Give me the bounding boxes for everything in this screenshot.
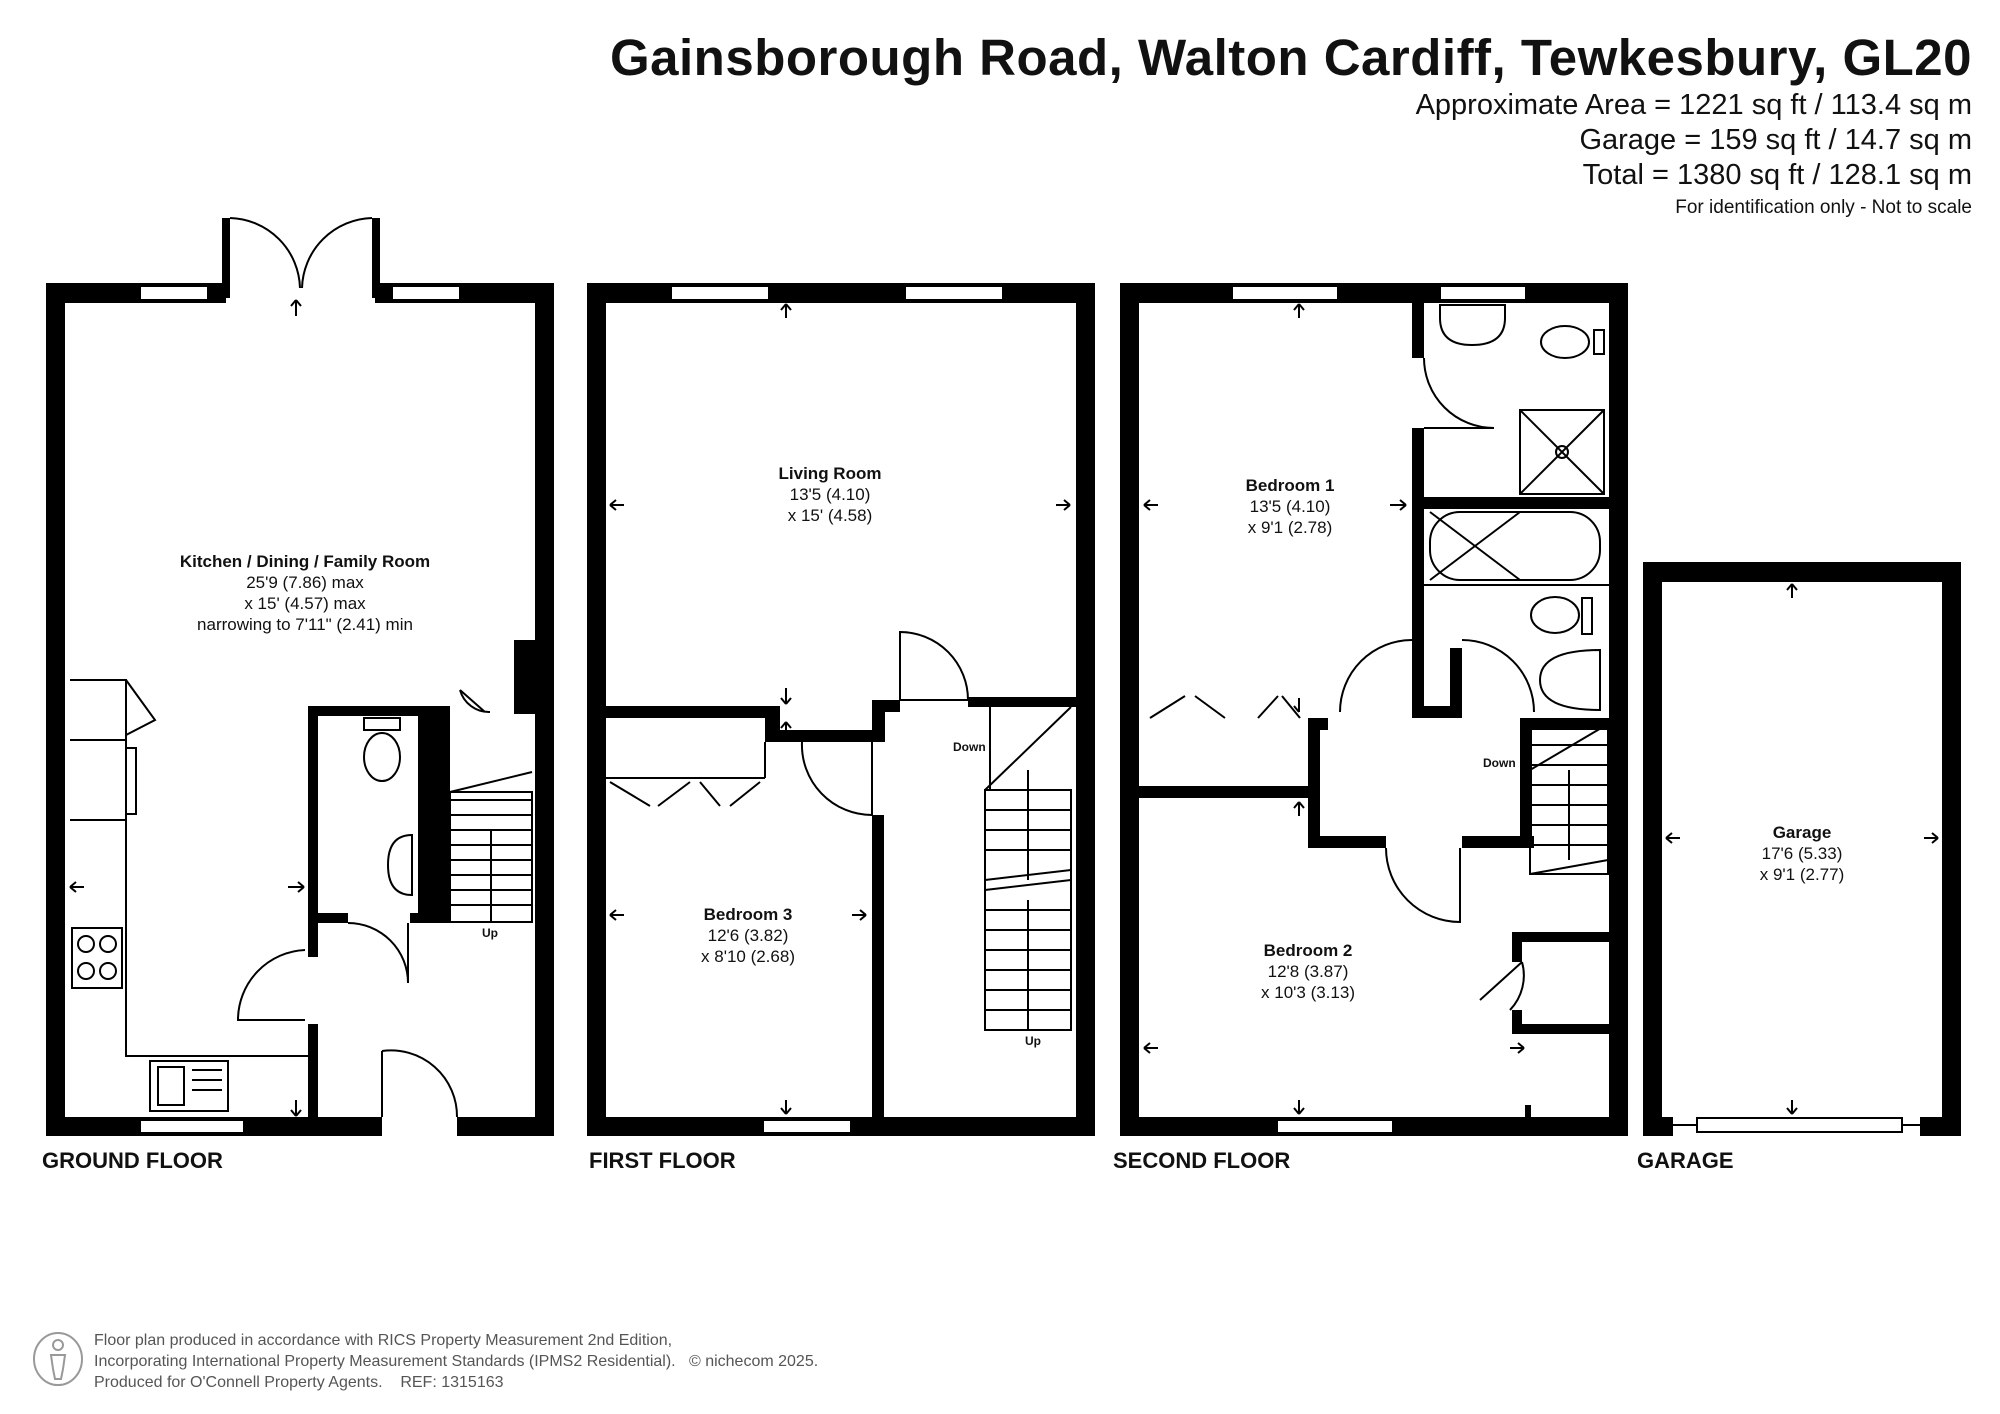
second-floor-plan — [1120, 283, 1628, 1136]
room-bedroom-3: Bedroom 3 12'6 (3.82) x 8'10 (2.68) — [701, 904, 795, 967]
approximate-area: Approximate Area = 1221 sq ft / 113.4 sq… — [1415, 89, 1972, 121]
ground-floor-plan — [46, 217, 554, 1136]
garage-label: GARAGE — [1637, 1148, 1734, 1173]
room-garage: Garage 17'6 (5.33) x 9'1 (2.77) — [1760, 822, 1845, 885]
room-name: Bedroom 3 — [703, 905, 793, 924]
room-bedroom-1: Bedroom 1 13'5 (4.10) x 9'1 (2.78) — [1246, 475, 1335, 538]
room-kitchen-dining-family: Kitchen / Dining / Family Room 25'9 (7.8… — [180, 551, 430, 635]
stair-label-down: Down — [1483, 756, 1516, 770]
room-dimension: narrowing to 7'11" (2.41) min — [197, 615, 413, 634]
reference-number: REF: 1315163 — [400, 1374, 504, 1391]
stair-label-up: Up — [1025, 1034, 1041, 1048]
garage-plan — [1643, 562, 1961, 1136]
first-floor-plan — [587, 283, 1095, 1136]
room-dimension: x 9'1 (2.77) — [1759, 865, 1845, 884]
room-dimension: 25'9 (7.86) max — [246, 573, 364, 592]
room-dimension: 13'5 (4.10) — [1249, 497, 1331, 516]
total-area: Total = 1380 sq ft / 128.1 sq m — [1582, 159, 1972, 191]
person-icon — [33, 1332, 83, 1386]
room-name: Bedroom 1 — [1245, 476, 1335, 495]
room-name: Living Room — [778, 464, 882, 483]
property-title: Gainsborough Road, Walton Cardiff, Tewke… — [609, 29, 1972, 86]
scale-disclaimer: For identification only - Not to scale — [1675, 197, 1972, 218]
stair-label-down: Down — [953, 740, 986, 754]
footer-line-text: Produced for O'Connell Property Agents. — [94, 1374, 383, 1391]
footer-line: Produced for O'Connell Property Agents. … — [94, 1372, 818, 1393]
stair-label-up: Up — [482, 926, 498, 940]
room-dimension: 12'8 (3.87) — [1267, 962, 1349, 981]
footer-line: Floor plan produced in accordance with R… — [94, 1332, 673, 1349]
room-dimension: x 10'3 (3.13) — [1261, 983, 1355, 1002]
room-name: Kitchen / Dining / Family Room — [179, 552, 431, 571]
footer-line-text: Incorporating International Property Mea… — [94, 1353, 676, 1370]
room-name: Garage — [1772, 823, 1832, 842]
room-dimension: x 9'1 (2.78) — [1247, 518, 1333, 537]
room-dimension: x 15' (4.57) max — [244, 594, 366, 613]
room-bedroom-2: Bedroom 2 12'8 (3.87) x 10'3 (3.13) — [1261, 940, 1355, 1003]
header: Gainsborough Road, Walton Cardiff, Tewke… — [610, 28, 1972, 223]
footer-notes: Floor plan produced in accordance with R… — [94, 1330, 818, 1393]
garage-area: Garage = 159 sq ft / 14.7 sq m — [1579, 124, 1972, 156]
first-floor-label: FIRST FLOOR — [589, 1148, 736, 1173]
room-dimension: x 15' (4.58) — [787, 506, 873, 525]
room-dimension: 13'5 (4.10) — [789, 485, 871, 504]
footer-line: Incorporating International Property Mea… — [94, 1351, 818, 1372]
second-floor-label: SECOND FLOOR — [1113, 1148, 1291, 1173]
room-dimension: 12'6 (3.82) — [707, 926, 789, 945]
room-living: Living Room 13'5 (4.10) x 15' (4.58) — [779, 463, 882, 526]
copyright-text: © nichecom 2025. — [688, 1353, 819, 1370]
room-dimension: x 8'10 (2.68) — [701, 947, 795, 966]
room-dimension: 17'6 (5.33) — [1761, 844, 1843, 863]
room-name: Bedroom 2 — [1263, 941, 1353, 960]
ground-floor-label: GROUND FLOOR — [42, 1148, 223, 1173]
